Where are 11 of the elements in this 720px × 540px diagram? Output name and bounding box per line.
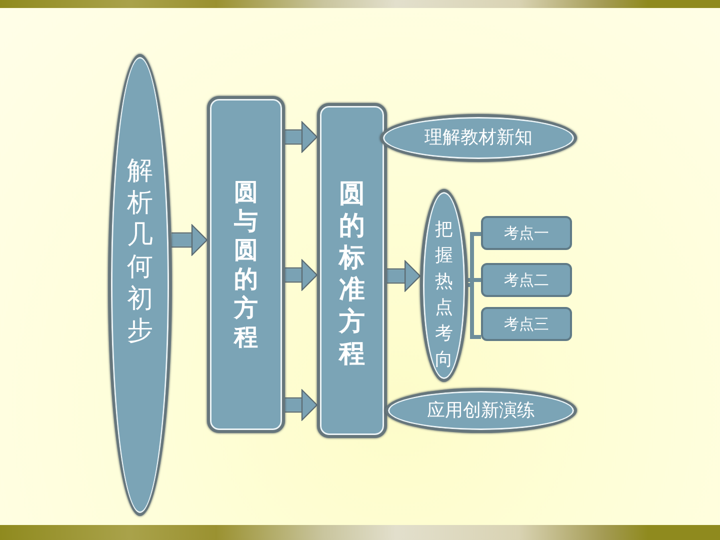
block-arrow bbox=[285, 389, 317, 421]
block-arrow bbox=[387, 260, 420, 292]
rounded-box: 圆与圆的方程 bbox=[207, 96, 285, 433]
block-arrow bbox=[285, 259, 317, 291]
block-arrow bbox=[171, 224, 207, 256]
rounded-box: 考点三 bbox=[481, 307, 572, 341]
rounded-box: 考点一 bbox=[481, 216, 572, 250]
rounded-box: 圆的标准方程 bbox=[317, 103, 387, 438]
rounded-box: 考点二 bbox=[481, 263, 572, 297]
block-arrow bbox=[285, 121, 317, 153]
bracket-line bbox=[468, 278, 481, 282]
